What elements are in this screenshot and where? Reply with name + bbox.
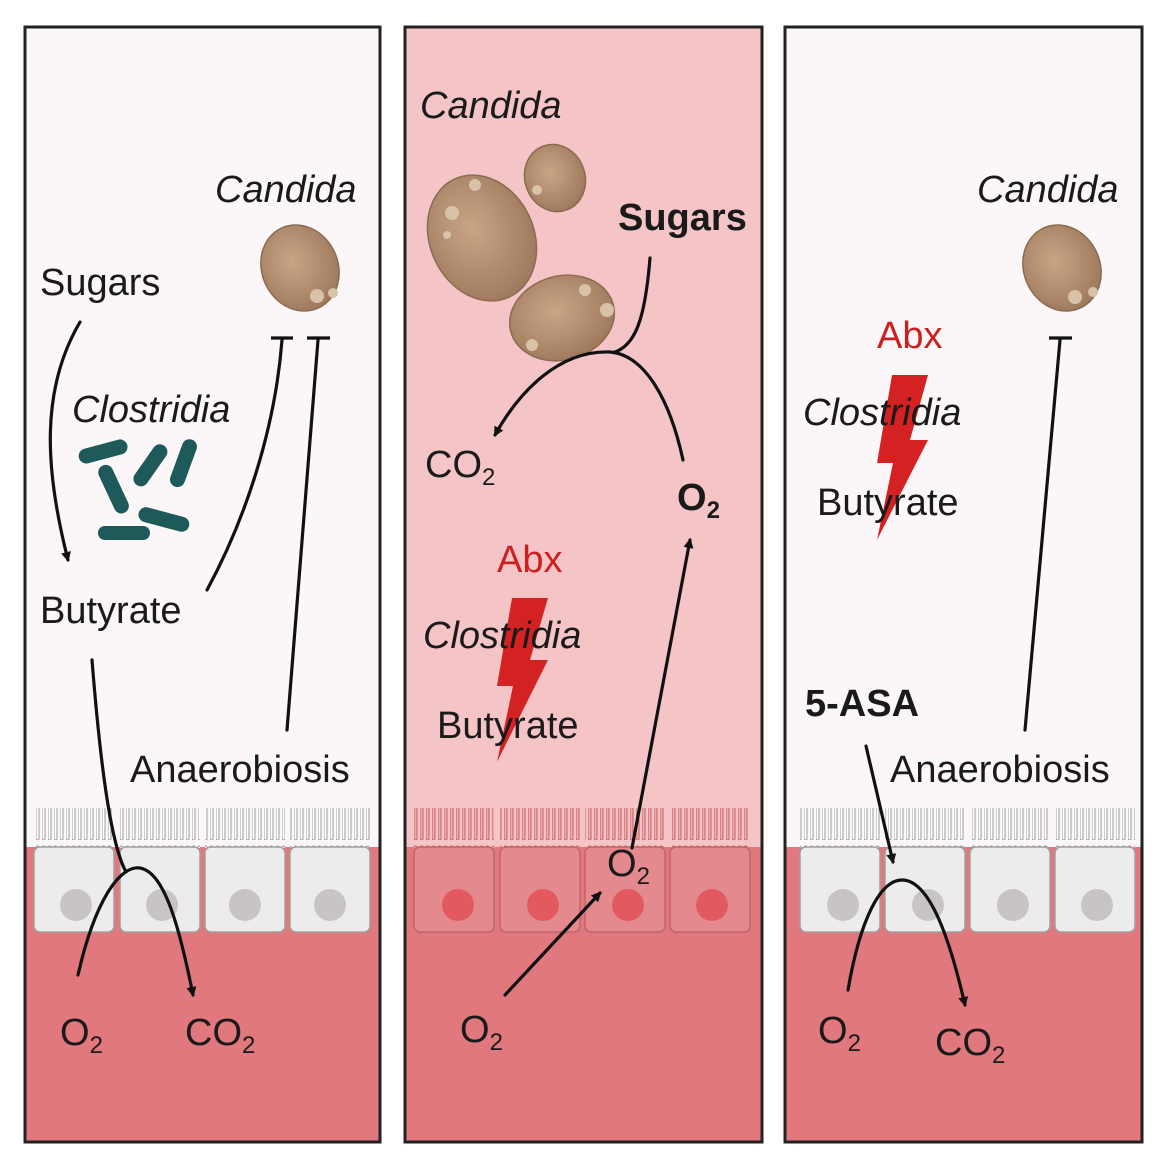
label-co2-lumen: CO2: [425, 444, 495, 491]
clostridia-rod-icon: [78, 439, 197, 540]
inhibit-butyrate-candida: [205, 338, 284, 592]
nucleus: [314, 889, 346, 921]
epithelium-right: [799, 808, 1136, 933]
inhibit-anaerobiosis-candida: [1023, 338, 1062, 732]
lumen-middle: [405, 27, 762, 847]
villi-icon: [290, 808, 370, 848]
epithelium-middle: [413, 808, 751, 933]
villi-icon: [585, 808, 665, 848]
lightning-bolt-icon: [497, 598, 548, 762]
label-candida: Candida: [977, 169, 1119, 211]
candida-cell-icon: [426, 143, 616, 362]
label-anaerobiosis: Anaerobiosis: [130, 749, 350, 791]
line-sugars: [613, 256, 652, 354]
label-o2-cell: O2: [607, 843, 650, 890]
arrow-sugars-to-butyrate: [48, 320, 82, 562]
panel-border: [403, 25, 764, 1144]
arrow-o2-to-co2: [846, 878, 969, 1007]
label-sugars: Sugars: [40, 262, 160, 304]
nucleus: [696, 889, 728, 921]
arrow-5asa-to-cell: [864, 744, 897, 864]
label-co2: CO2: [185, 1012, 255, 1059]
label-o2-tissue: O2: [460, 1009, 503, 1056]
label-candida: Candida: [215, 169, 357, 211]
label-anaerobiosis: Anaerobiosis: [890, 749, 1110, 791]
lightning-bolt-icon: [877, 375, 928, 540]
epithelium-left: [33, 808, 371, 933]
villi-icon: [800, 808, 880, 848]
lumen-left: [25, 27, 380, 847]
panel-right: Candida Abx Clostridia Butyrate 5-ASA An…: [783, 25, 1144, 1144]
arrow-butyrate-down: [90, 658, 127, 872]
label-clostridia: Clostridia: [423, 615, 581, 657]
epithelial-cell-icon: [413, 846, 495, 933]
label-sugars: Sugars: [618, 197, 747, 239]
label-o2: O2: [60, 1012, 103, 1059]
label-butyrate: Butyrate: [40, 590, 182, 632]
nucleus: [527, 889, 559, 921]
label-o2-lumen: O2: [677, 477, 720, 524]
villi-icon: [414, 808, 494, 848]
label-5-asa: 5-ASA: [805, 683, 919, 725]
arrow-tissue-o2-to-cell: [503, 891, 602, 997]
nucleus: [612, 889, 644, 921]
panel-left: Candida Sugars Clostridia Butyrate Anaer…: [23, 25, 382, 1144]
nucleus: [146, 889, 178, 921]
arrow-o2-to-co2-lumen: [493, 350, 685, 462]
lumen-right: [785, 27, 1142, 847]
villi-icon: [1055, 808, 1135, 848]
villi-icon: [120, 808, 200, 848]
inhibit-anaerobiosis-candida: [285, 338, 320, 732]
nucleus: [442, 889, 474, 921]
villi-icon: [670, 808, 750, 848]
candida-cell-icon: [260, 224, 340, 312]
label-o2: O2: [818, 1010, 861, 1057]
label-abx: Abx: [497, 539, 562, 581]
villi-icon: [500, 808, 580, 848]
nucleus: [1081, 889, 1113, 921]
label-abx: Abx: [877, 315, 942, 357]
villi-icon: [34, 808, 114, 848]
label-butyrate: Butyrate: [437, 705, 579, 747]
nucleus: [827, 889, 859, 921]
label-co2: CO2: [935, 1022, 1005, 1069]
candida-cell-icon: [1022, 224, 1102, 312]
villi-icon: [885, 808, 965, 848]
label-clostridia: Clostridia: [72, 389, 230, 431]
label-candida: Candida: [420, 85, 562, 127]
arrow-o2-to-co2: [76, 866, 197, 997]
panel-border: [23, 25, 382, 1144]
panel-middle: Candida Sugars CO2 O2 Abx Clostridia But…: [403, 25, 764, 1144]
arrow-cell-o2-to-lumen: [630, 538, 694, 850]
nucleus: [229, 889, 261, 921]
nucleus: [60, 889, 92, 921]
label-butyrate: Butyrate: [817, 482, 959, 524]
villi-icon: [970, 808, 1050, 848]
label-clostridia: Clostridia: [803, 392, 961, 434]
panel-border: [783, 25, 1144, 1144]
villi-icon: [205, 808, 285, 848]
nucleus: [997, 889, 1029, 921]
